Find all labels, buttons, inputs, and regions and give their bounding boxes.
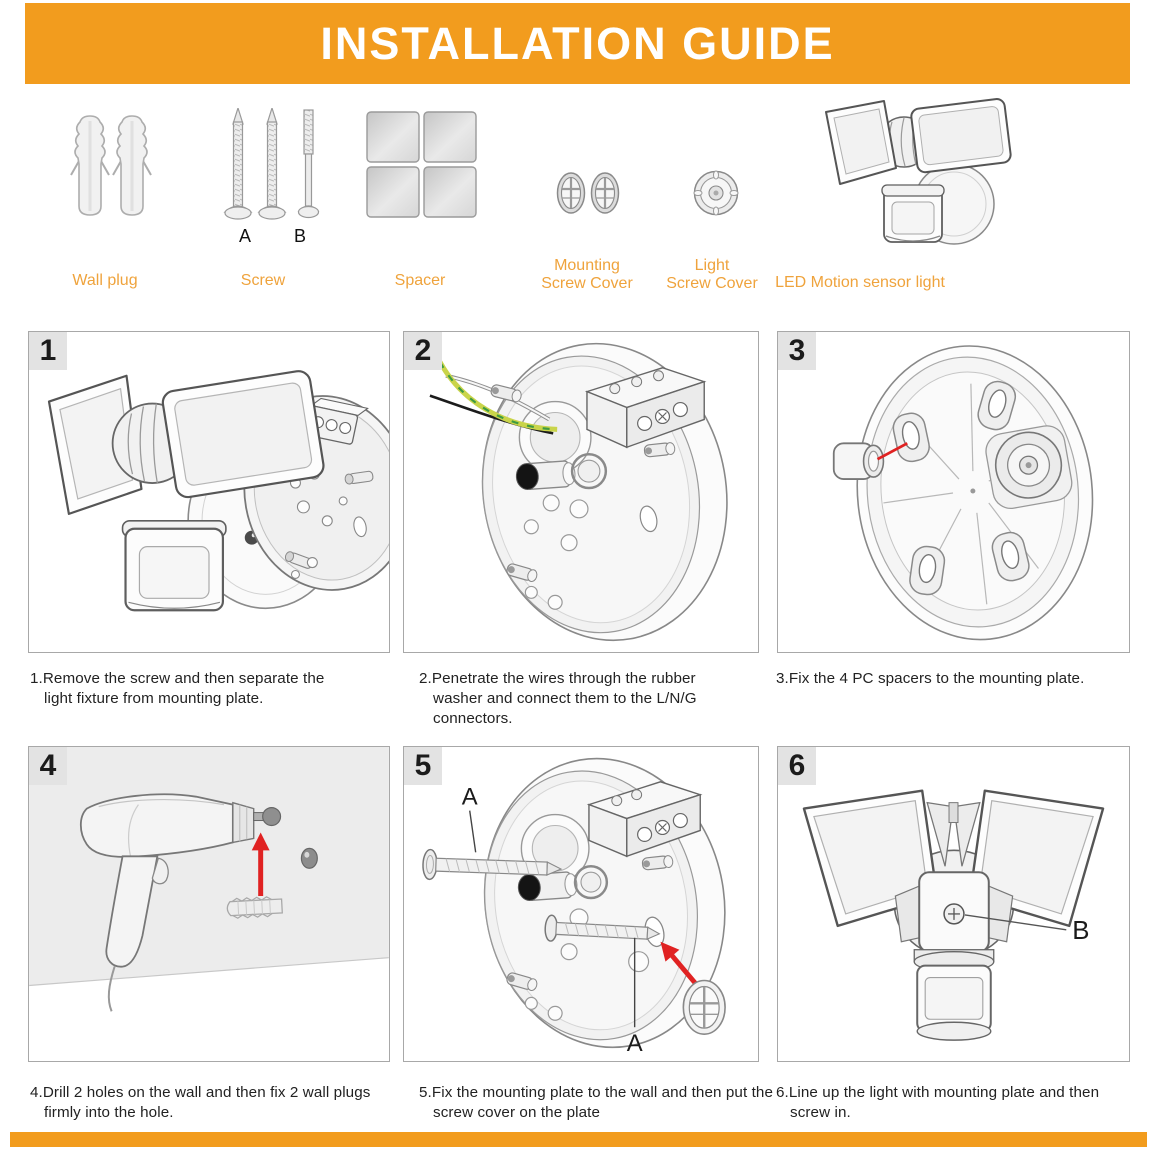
step-caption-1: 1.Remove the screw and then separate the…: [30, 670, 325, 708]
spacer-label: Spacer: [394, 272, 446, 289]
step-caption-6: 6.Line up the light with mounting plate …: [776, 1084, 1100, 1122]
step-1-number: 1: [29, 332, 67, 370]
step-3-number: 3: [778, 332, 816, 370]
terminal-block: [584, 367, 707, 449]
step-2-illustration: [429, 342, 728, 642]
step-panel-1: 1: [28, 331, 390, 653]
mounting-plate: [481, 342, 728, 642]
step-panel-3: 3: [777, 331, 1130, 653]
screw-a-top-label: A: [462, 784, 478, 811]
light-fixture: [47, 370, 325, 612]
screw-b-label: B: [1072, 917, 1089, 945]
light-screw-cover-illustration: [693, 170, 739, 216]
step-6-illustration: B: [802, 789, 1105, 1041]
step-6-number: 6: [778, 747, 816, 785]
red-arrow: [251, 832, 270, 897]
drill: [79, 793, 267, 1012]
step-3-illustration: [832, 345, 1094, 641]
screw-label: Screw: [240, 272, 286, 289]
step-5-illustration: A A: [422, 757, 726, 1057]
wall-plug-illustration: [70, 115, 152, 216]
terminal-block: [586, 781, 703, 858]
step-panel-5: 5: [403, 746, 759, 1062]
screw-a-bottom: [544, 914, 661, 942]
page-title: INSTALLATION GUIDE: [320, 17, 835, 69]
step-5-number: 5: [404, 747, 442, 785]
step-panel-2: 2: [403, 331, 759, 653]
spacer-illustration: [366, 111, 477, 218]
footer-bar: [10, 1132, 1147, 1147]
mounting-screw-cover-label: Mounting Screw Cover: [541, 257, 633, 292]
mounting-screw-cover-part: [682, 979, 726, 1035]
led-light-label: LED Motion sensor light: [775, 274, 945, 291]
led-motion-sensor-light-illustration: [825, 98, 1012, 245]
wall-plug-label: Wall plug: [72, 272, 138, 289]
wall-plug-part: [226, 896, 283, 919]
header-banner: INSTALLATION GUIDE: [25, 3, 1130, 84]
step-panel-4: 4: [28, 746, 390, 1062]
pointer-line: [964, 914, 1067, 931]
step-4-number: 4: [29, 747, 67, 785]
step-caption-2: 2.Penetrate the wires through the rubber…: [419, 670, 697, 728]
screw-size-a-label: A: [238, 226, 251, 246]
knockout-boss: [985, 425, 1073, 510]
light-screw-cover-label: Light Screw Cover: [666, 257, 758, 292]
pointer-line: [876, 442, 908, 461]
rubber-washer-hole: [515, 460, 576, 490]
screw-size-b-label: B: [293, 226, 306, 246]
step-caption-5: 5.Fix the mounting plate to the wall and…: [419, 1084, 773, 1122]
drilled-hole-1: [262, 807, 282, 827]
screw-a-bottom-label: A: [627, 1030, 643, 1057]
step-caption-4: 4.Drill 2 holes on the wall and then fix…: [30, 1084, 371, 1122]
drilled-hole-2: [300, 847, 318, 869]
step-caption-3: 3.Fix the 4 PC spacers to the mounting p…: [776, 670, 1085, 687]
step-2-number: 2: [404, 332, 442, 370]
screws-illustration: [223, 108, 320, 220]
rubber-washer-hole: [517, 871, 578, 901]
screw-a-top: [422, 848, 563, 881]
step-1-illustration: [47, 370, 389, 612]
spacer-part: [832, 442, 885, 480]
mounting-screw-cover-illustration: [556, 172, 620, 214]
wall: [29, 747, 389, 986]
step-panel-6: 6 B: [777, 746, 1130, 1062]
step-4-illustration: [29, 747, 389, 1012]
